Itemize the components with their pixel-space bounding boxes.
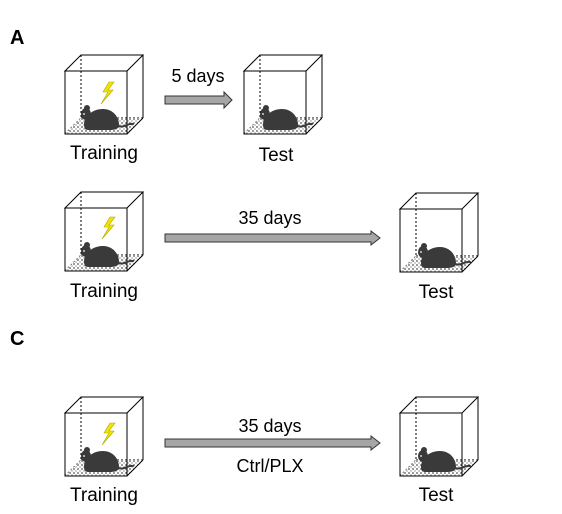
training-chamber xyxy=(64,396,144,477)
interval-label: 5 days xyxy=(171,66,224,86)
time-arrow xyxy=(164,434,381,452)
test-label: Test xyxy=(419,485,455,506)
treatment-label: Ctrl/PLX xyxy=(236,456,303,476)
training-label: Training xyxy=(70,485,138,506)
test-chamber xyxy=(399,192,479,273)
panel-letter-a: A xyxy=(10,27,24,49)
training-chamber xyxy=(64,191,144,272)
training-chamber xyxy=(64,54,144,135)
test-chamber xyxy=(243,54,323,135)
shock-icon xyxy=(101,422,116,446)
training-label: Training xyxy=(70,143,138,164)
interval-label: 35 days xyxy=(238,208,301,228)
shock-icon xyxy=(100,81,115,105)
time-arrow xyxy=(164,229,381,247)
shock-icon xyxy=(101,216,116,240)
test-label: Test xyxy=(259,145,295,166)
training-label: Training xyxy=(70,281,138,302)
interval-label: 35 days xyxy=(238,416,301,436)
panel-letter-c: C xyxy=(10,328,24,350)
test-label: Test xyxy=(419,282,455,303)
test-chamber xyxy=(399,396,479,477)
time-arrow xyxy=(164,90,233,110)
